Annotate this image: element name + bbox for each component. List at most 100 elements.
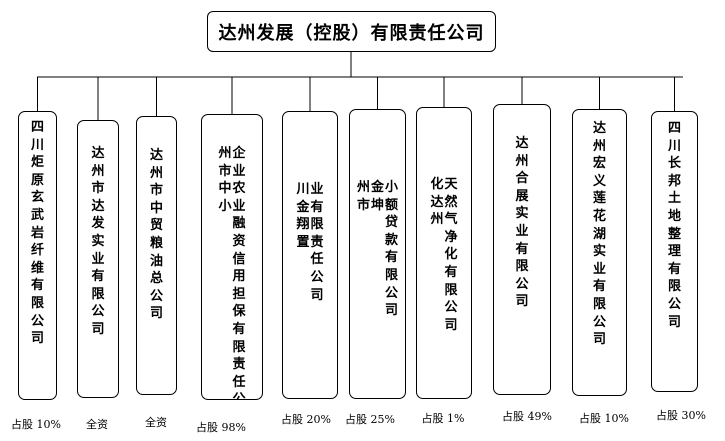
subsidiary-name-char: 川	[667, 138, 681, 154]
subsidiary-name-char: 维	[30, 260, 44, 276]
subsidiary-name-char: 限	[30, 295, 44, 311]
subsidiary-name-char: 业	[310, 182, 324, 197]
subsidiary-name-char: 然	[444, 194, 458, 210]
subsidiary-name-char: 整	[667, 226, 681, 242]
subsidiary-name-char: 司	[444, 317, 458, 333]
subsidiary-name-char: 川	[30, 137, 44, 153]
subsidiary-box: 州市金坤小额贷款有限公司	[349, 109, 406, 399]
subsidiary-name-char: 置	[296, 234, 310, 250]
subsidiary-box: 达州合展实业有限公司	[493, 104, 551, 395]
subsidiary-name-char: 岩	[30, 225, 44, 241]
subsidiary-name-char: 金	[370, 180, 384, 195]
subsidiary-name-char: 四	[30, 120, 44, 135]
subsidiary-name-char: 净	[444, 229, 458, 245]
subsidiary-name-char: 有	[385, 250, 399, 266]
subsidiary-name-char: 州	[91, 163, 105, 179]
subsidiary-name-char: 融	[232, 216, 246, 232]
subsidiary-name-char: 花	[592, 208, 606, 224]
subsidiary-name-char: 任	[310, 252, 324, 268]
subsidiary-box: 达州市达发实业有限公司	[77, 120, 119, 398]
subsidiary-name-char: 中	[149, 200, 163, 216]
subsidiary-name-char: 市	[218, 163, 232, 179]
subsidiary-name-char: 信	[232, 251, 246, 267]
subsidiary-name-char: 司	[91, 321, 105, 337]
subsidiary-name-char: 金	[296, 199, 310, 215]
subsidiary-name-char: 司	[385, 303, 399, 319]
subsidiary-name-char: 邦	[667, 173, 681, 189]
subsidiary-name-char: 莲	[592, 191, 606, 207]
subsidiary-name-column: 达州宏义莲花湖实业有限公司	[593, 120, 606, 395]
subsidiary-name-char: 有	[310, 199, 324, 215]
subsidiary-name-char: 土	[667, 191, 681, 207]
subsidiary-name-column: 四川长邦土地整理有限公司	[668, 120, 681, 391]
subsidiary-name-char: 有	[232, 321, 246, 337]
subsidiary-name-char: 限	[515, 259, 529, 275]
subsidiary-name-char: 有	[91, 269, 105, 285]
ownership-share-label: 全资	[145, 416, 167, 429]
subsidiary-name-char: 炬	[30, 155, 44, 171]
subsidiary-name-column: 达州合展实业有限公司	[515, 135, 528, 394]
subsidiary-name-char: 总	[149, 271, 163, 287]
subsidiary-name-char: 达	[515, 136, 529, 151]
subsidiary-name-char: 业	[592, 261, 606, 277]
subsidiary-name-char: 武	[30, 207, 44, 223]
subsidiary-name-char: 保	[232, 304, 246, 320]
subsidiary-name-column: 州市	[357, 179, 370, 398]
subsidiary-name-char: 湖	[592, 226, 606, 242]
subsidiary-name-char: 翔	[296, 217, 310, 233]
subsidiary-name-char: 坤	[370, 197, 384, 213]
subsidiary-name-char: 司	[515, 294, 529, 310]
subsidiary-name-char: 义	[592, 173, 606, 189]
subsidiary-name-char: 有	[592, 279, 606, 295]
subsidiary-name-char: 粮	[149, 235, 163, 251]
subsidiary-box: 州市中小企业农业融资信用担保有限责任公司	[201, 114, 263, 400]
subsidiary-name-char: 天	[444, 177, 458, 192]
subsidiary-box: 川金翔置业有限责任公司	[282, 111, 338, 399]
subsidiary-name-char: 达	[91, 198, 105, 214]
subsidiary-name-char: 中	[218, 181, 232, 197]
subsidiary-name-char: 理	[667, 244, 681, 260]
subsidiary-name-char: 达	[592, 121, 606, 136]
subsidiary-name-char: 地	[667, 208, 681, 224]
parent-company-box: 达州发展（控股）有限责任公司	[207, 11, 496, 52]
subsidiary-name-char: 限	[232, 339, 246, 355]
subsidiary-name-char: 公	[592, 314, 606, 330]
subsidiary-name-char: 业	[232, 198, 246, 214]
subsidiary-name-column: 金坤	[371, 179, 384, 398]
subsidiary-name-char: 限	[444, 282, 458, 298]
subsidiary-name-char: 宏	[592, 156, 606, 172]
subsidiary-box: 达州宏义莲花湖实业有限公司	[572, 109, 627, 396]
subsidiary-name-char: 业	[515, 223, 529, 239]
subsidiary-name-column: 天然气净化有限公司	[445, 176, 458, 398]
subsidiary-name-char: 公	[149, 288, 163, 304]
subsidiary-name-char: 企	[232, 146, 246, 161]
subsidiary-name-char: 州	[218, 146, 232, 161]
subsidiary-name-char: 发	[91, 216, 105, 232]
subsidiary-name-char: 农	[232, 181, 246, 197]
ownership-share-label: 占股 10%	[11, 418, 61, 431]
subsidiary-name-char: 长	[667, 156, 681, 172]
subsidiary-name-char: 有	[30, 278, 44, 294]
subsidiary-name-column: 达州市中贸粮油总公司	[150, 147, 163, 394]
subsidiary-name-char: 纤	[30, 243, 44, 259]
ownership-share-label: 占股 10%	[579, 412, 629, 425]
subsidiary-name-char: 化	[444, 247, 458, 263]
ownership-share-label: 占股 20%	[281, 413, 331, 426]
subsidiary-name-char: 达	[91, 146, 105, 161]
subsidiary-name-char: 实	[91, 233, 105, 249]
ownership-share-label: 占股 49%	[502, 410, 552, 423]
subsidiary-name-char: 责	[232, 357, 246, 373]
subsidiary-name-char: 州	[430, 212, 444, 228]
subsidiary-name-char: 司	[592, 332, 606, 348]
subsidiary-name-char: 市	[149, 183, 163, 199]
subsidiary-name-char: 司	[310, 287, 324, 303]
subsidiary-name-char: 小	[385, 180, 399, 195]
subsidiary-box: 化达州天然气净化有限公司	[416, 107, 472, 399]
parent-company-name: 达州发展（控股）有限责任公司	[218, 22, 485, 44]
ownership-share-label: 占股 25%	[345, 413, 395, 426]
subsidiary-name-char: 公	[515, 276, 529, 292]
subsidiary-name-column: 小额贷款有限公司	[385, 179, 398, 398]
subsidiary-name-char: 川	[296, 182, 310, 197]
ownership-share-label: 全资	[86, 418, 108, 431]
